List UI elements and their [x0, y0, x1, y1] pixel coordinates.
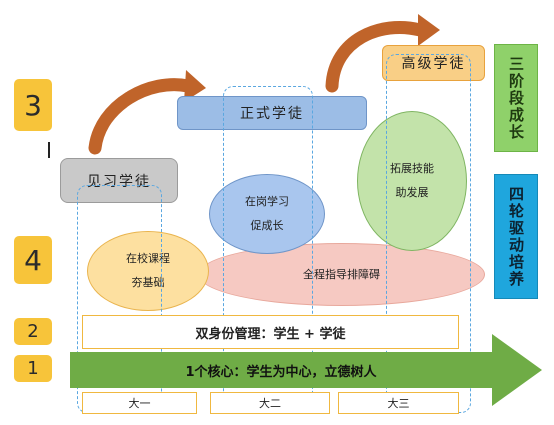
core-arrow-shape [70, 334, 542, 406]
level-1-badge: 1 [14, 355, 52, 382]
divider-mark [48, 142, 50, 158]
year-3-label: 大三 [338, 392, 459, 414]
post-line-2: 促成长 [250, 219, 284, 232]
arrow-formal-to-senior [325, 20, 427, 93]
arrow-head-1 [184, 70, 206, 102]
stage-formal: 正式学徒 [177, 96, 367, 130]
level-2-badge: 2 [14, 318, 52, 345]
year-2-label: 大二 [210, 392, 330, 414]
campus-line-1: 在校课程 [126, 252, 170, 265]
level-4-badge: 4 [14, 236, 52, 284]
arrow-head-2 [418, 14, 440, 46]
core-arrow-label: 1个核心：学生为中心，立德树人 [185, 364, 377, 380]
guidance-label: 全程指导排障碍 [303, 267, 380, 281]
ellipse-guidance: 全程指导排障碍 [198, 243, 485, 306]
three-stage-growth-label: 三阶段成长 [494, 44, 538, 152]
year-1-label: 大一 [82, 392, 197, 414]
dual-identity-bar: 双身份管理：学生 + 学徒 [82, 315, 459, 349]
level-3-badge: 3 [14, 79, 52, 131]
arrow-trainee-to-formal [88, 78, 195, 155]
expand-line-1: 拓展技能 [390, 162, 434, 175]
campus-line-2: 夯基础 [131, 276, 165, 289]
dual-identity-label: 双身份管理：学生 + 学徒 [195, 326, 346, 342]
four-round-drive-label: 四轮驱动培养 [494, 174, 538, 299]
ellipse-campus-course: 在校课程 夯基础 [87, 231, 209, 311]
ellipse-on-post: 在岗学习 促成长 [209, 174, 325, 254]
three-stage-text: 三阶段成长 [507, 55, 525, 141]
four-round-text: 四轮驱动培养 [507, 185, 525, 288]
post-line-1: 在岗学习 [245, 195, 289, 208]
ellipse-expand-skills: 拓展技能 助发展 [357, 111, 467, 251]
expand-line-2: 助发展 [395, 186, 429, 199]
